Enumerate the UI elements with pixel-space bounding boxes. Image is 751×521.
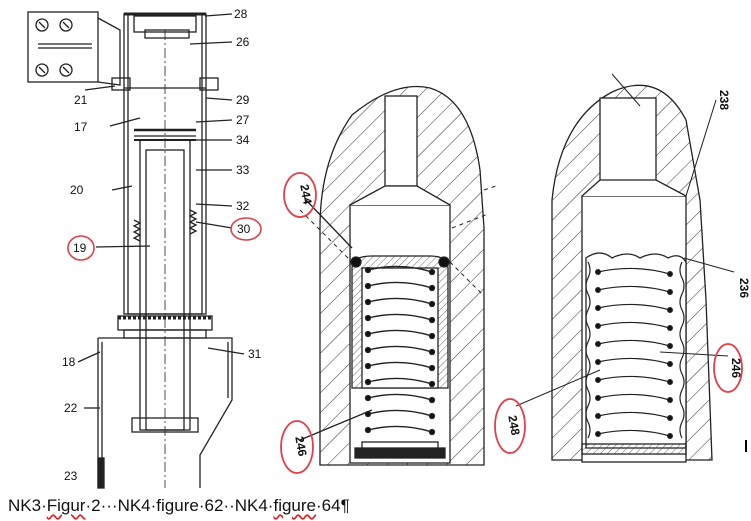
ref-20: 20 <box>70 183 84 197</box>
ref-244: 244 <box>297 183 314 205</box>
highlight-circle <box>67 235 95 261</box>
caption-grammar-word[interactable]: figure <box>273 496 316 515</box>
ref-18: 18 <box>62 355 76 369</box>
ref-248: 248 <box>505 414 522 436</box>
caption-part: ·2···NK4·figure·62 <box>85 496 224 515</box>
ref-29: 29 <box>236 93 250 107</box>
caption-part: NK3· <box>8 496 47 515</box>
ref-17: 17 <box>74 120 88 134</box>
ref-30: 30 <box>237 222 251 236</box>
ref-34: 34 <box>236 133 250 147</box>
caption-part: ··NK4· <box>223 496 274 515</box>
ref-26: 26 <box>236 35 250 49</box>
caption-misspelled-word[interactable]: Figur <box>46 496 86 515</box>
figure-nk4-64 <box>515 73 735 463</box>
ref-32: 32 <box>236 199 250 213</box>
figure-nk4-62 <box>299 85 497 466</box>
ref-27: 27 <box>236 113 250 127</box>
figure-nk4-62-labels: 244 246 <box>280 172 317 474</box>
ref-246: 246 <box>729 358 743 378</box>
highlight-circle <box>280 420 314 474</box>
highlight-circle <box>494 398 526 454</box>
ref-22: 22 <box>64 401 78 415</box>
highlight-circle <box>230 217 262 241</box>
figure-nk3-labels: 28 26 21 29 17 27 34 33 20 32 30 19 18 3… <box>62 7 262 483</box>
ref-31: 31 <box>248 347 262 361</box>
highlight-circle <box>713 343 743 393</box>
ref-23: 23 <box>64 469 78 483</box>
ref-21: 21 <box>74 93 88 107</box>
ref-33: 33 <box>236 163 250 177</box>
ref-238: 238 <box>717 90 731 110</box>
text-cursor <box>745 440 747 452</box>
figure-nk4-64-labels: 238 236 246 248 <box>494 90 751 454</box>
highlight-circle <box>283 172 317 218</box>
figure-nk3 <box>27 11 245 489</box>
ref-28: 28 <box>234 7 248 21</box>
figure-caption[interactable]: NK3·Figur·2···NK4·figure·62··NK4·figure·… <box>8 496 350 516</box>
ref-236: 236 <box>737 278 751 298</box>
ref-19: 19 <box>73 241 87 255</box>
caption-part: ·64¶ <box>316 496 350 515</box>
ref-246: 246 <box>292 435 309 457</box>
